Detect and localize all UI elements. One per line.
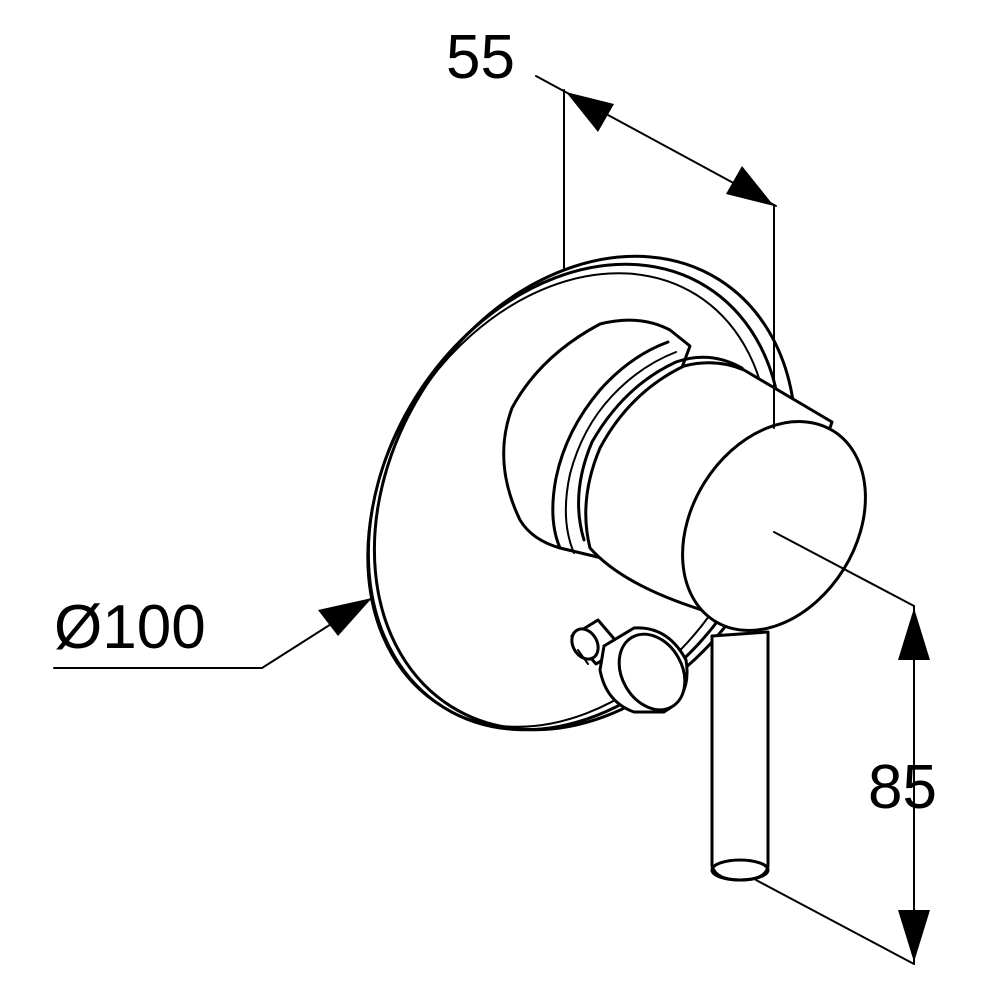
dimension-depth: 55 [446,23,777,429]
lever-height-label: 85 [868,753,937,822]
depth-label: 55 [446,23,515,92]
diameter-label: Ø100 [54,593,206,662]
handle-cylinder [577,355,867,632]
dimension-diameter: Ø100 [53,593,373,669]
dimension-lever-height: 85 [755,531,937,965]
lever [710,630,770,882]
diverter-knob [570,618,689,714]
